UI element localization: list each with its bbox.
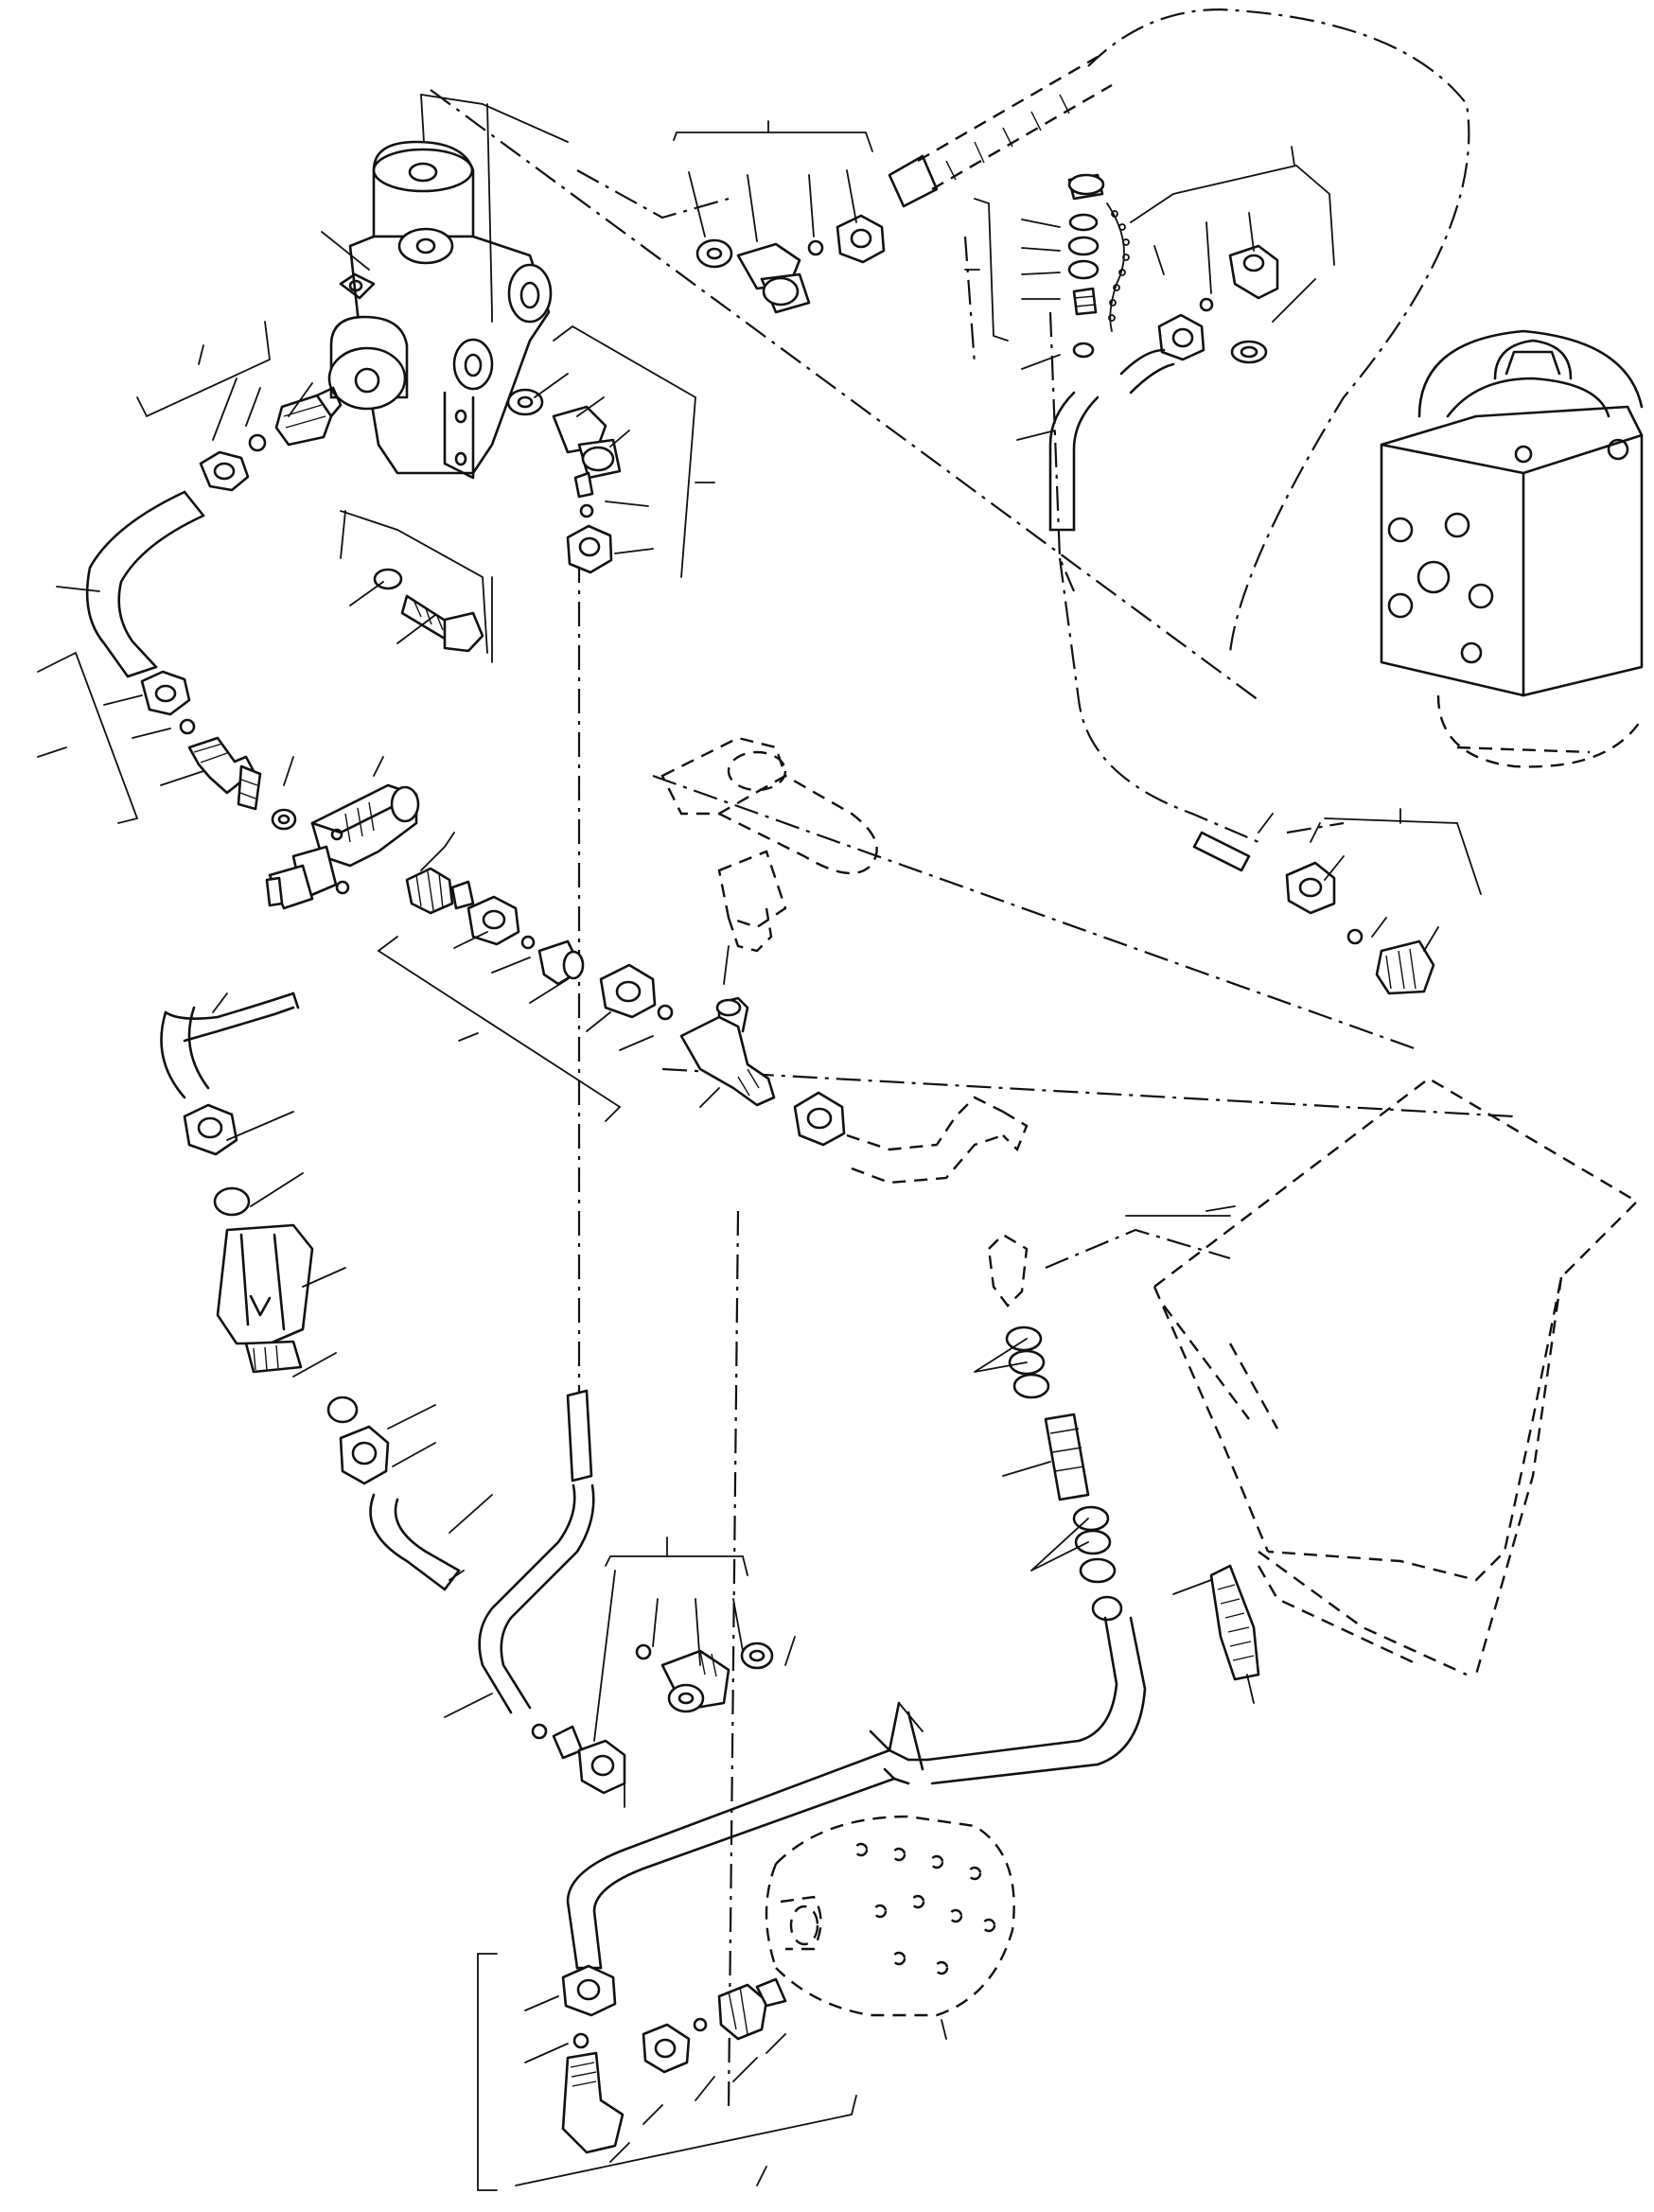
- leader-lines: [38, 95, 1481, 2190]
- fittings-left-middle: [142, 672, 295, 829]
- pipe-center-long: [480, 1391, 625, 1793]
- hose-right-with-clamps: [927, 1235, 1145, 1783]
- steering-motor-top: [1381, 331, 1642, 766]
- fittings-right-middle: [1194, 833, 1434, 993]
- check-valve-left: [162, 993, 460, 1589]
- hose-left-upper: [87, 492, 203, 676]
- bolt-and-washer: [375, 570, 483, 651]
- fittings-center-run: [468, 897, 844, 1145]
- fittings-top-center: [508, 216, 884, 572]
- fittings-valve-left: [201, 388, 341, 490]
- sensor-group-top-right: [1050, 175, 1277, 530]
- elbow-fitting-center-bottom: [637, 1643, 772, 1712]
- hose-top-right: [889, 57, 1112, 206]
- assembly-centerlines: [431, 9, 1514, 2110]
- tank-dashed-right: [1154, 1079, 1637, 1675]
- fittings-bottom-left: [563, 1966, 785, 2152]
- tee-valve-middle: [267, 785, 473, 913]
- hose-right-flexible: [1211, 1566, 1258, 1679]
- pipe-bottom-long: [568, 1703, 927, 1968]
- valve-block: [329, 142, 551, 478]
- motor-dashed-bottom: [766, 1817, 1014, 2015]
- dashed-pipe-center-right: [847, 1097, 1027, 1183]
- dashed-mount-center: [662, 738, 877, 951]
